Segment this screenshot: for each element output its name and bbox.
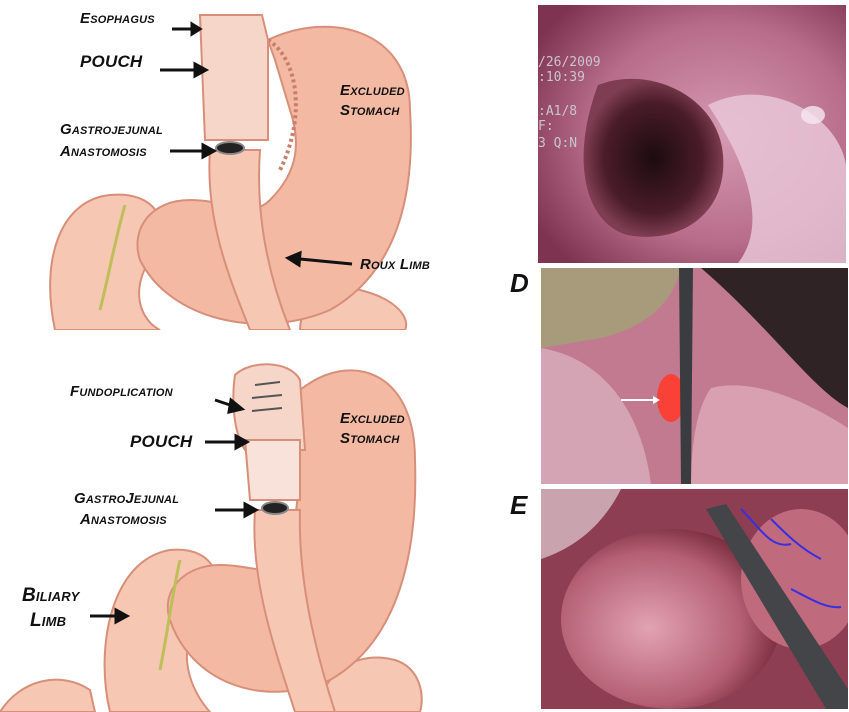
fundoplication-label: Fundoplication [70, 383, 173, 400]
fundoplication-bypass-illustration [0, 350, 535, 712]
laparoscopy-image-e [541, 489, 848, 709]
anastomosis-ring [216, 142, 244, 154]
endoscopy-photo: /26/2009 :10:39 :A1/8 F: 3 Q:N [538, 5, 846, 263]
endoscopy-image [538, 5, 846, 263]
roux-en-y-illustration [0, 0, 535, 330]
laparoscopy-photo-e [541, 489, 848, 709]
panel-e-letter: E [510, 490, 527, 521]
gj-anastomosis-label-line2: Anastomosis [60, 143, 147, 160]
anastomosis-ring [262, 502, 288, 514]
laparoscopy-image-d [541, 268, 848, 484]
laparoscopy-photo-d [541, 268, 848, 484]
endoscopy-setting-overlay-3: 3 Q:N [538, 136, 577, 151]
excluded-label-line1: Excluded [340, 410, 405, 427]
endoscopy-setting-overlay-1: :A1/8 [538, 104, 577, 119]
excluded-label-line1: Excluded [340, 82, 405, 99]
roux-limb-label: Roux Limb [360, 256, 430, 273]
top-anatomy-diagram: Esophagus POUCH Excluded Stomach Gastroj… [0, 0, 535, 330]
bottom-anatomy-diagram: Fundoplication POUCH Excluded Stomach Ga… [0, 350, 535, 712]
pouch-label: POUCH [80, 52, 142, 72]
excluded-label-line2: Stomach [340, 430, 399, 447]
intestine-loop-bottom [0, 680, 95, 712]
endoscopy-setting-overlay-2: F: [538, 119, 554, 134]
gj-anastomosis-label-line2: Anastomosis [80, 511, 167, 528]
panel-d-letter: D [510, 268, 529, 299]
biliary-limb-label-line2: Limb [30, 610, 66, 632]
gastric-pouch [245, 440, 300, 500]
endoscopy-time-overlay: :10:39 [538, 70, 585, 85]
gj-anastomosis-label-line1: Gastrojejunal [60, 121, 163, 138]
pouch-label: POUCH [130, 432, 192, 452]
excluded-label-line2: Stomach [340, 102, 399, 119]
endoscopy-date-overlay: /26/2009 [538, 55, 601, 70]
fundoplication-wrap [233, 364, 305, 450]
gj-anastomosis-label-line1: GastroJejunal [74, 490, 179, 507]
biliary-limb-label-line1: Biliary [22, 585, 80, 607]
esophagus-label: Esophagus [80, 10, 155, 27]
gastric-pouch [200, 15, 268, 140]
